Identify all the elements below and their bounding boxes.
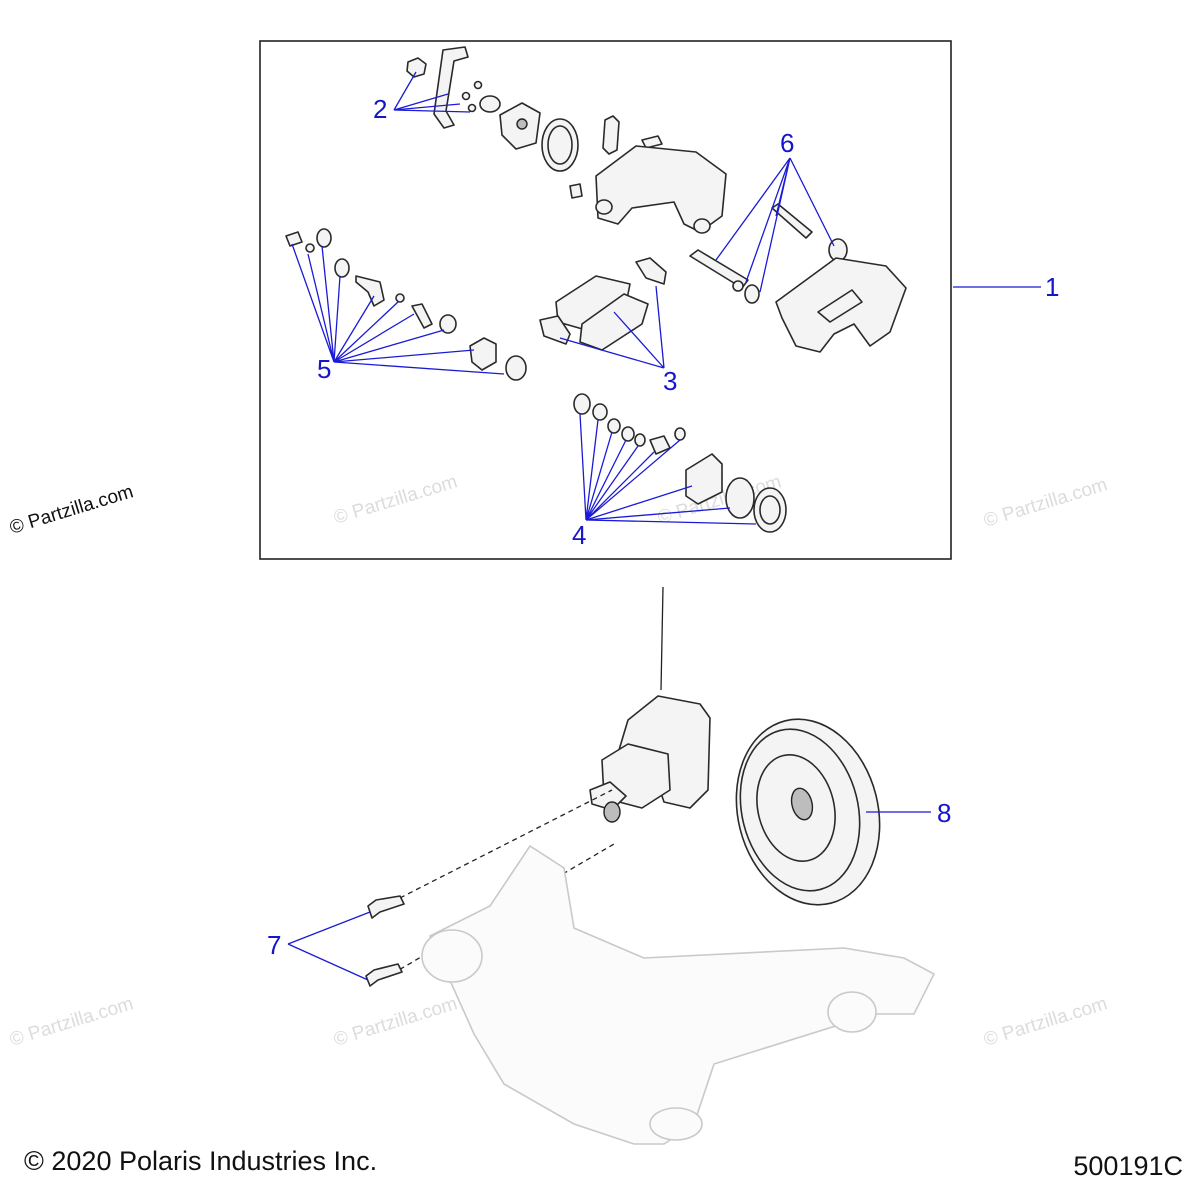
watermark-text: © Partzilla.com xyxy=(331,471,460,529)
leader-3 xyxy=(559,285,665,369)
caliper-mounting-bracket xyxy=(775,257,907,353)
watermark-text: © Partzilla.com xyxy=(981,993,1110,1051)
callout-8: 8 xyxy=(937,798,951,828)
callout-5: 5 xyxy=(317,354,331,384)
slide-pins-and-boots xyxy=(689,203,848,304)
caliper-bolts xyxy=(365,895,405,987)
assembly-connector-line xyxy=(660,586,664,691)
trailing-arm xyxy=(421,844,936,1145)
copyright-text: © 2020 Polaris Industries Inc. xyxy=(24,1146,377,1176)
leader-7 xyxy=(287,911,371,981)
callout-4: 4 xyxy=(572,520,586,550)
caliper-body xyxy=(569,115,727,234)
callout-2: 2 xyxy=(373,94,387,124)
assembled-caliper xyxy=(589,695,711,823)
callout-7: 7 xyxy=(267,930,281,960)
leader-5 xyxy=(291,243,505,375)
brake-rotor xyxy=(735,718,881,906)
caliper-assembly-box xyxy=(259,40,952,560)
parking-brake-hardware xyxy=(406,46,579,172)
callout-3: 3 xyxy=(663,366,677,396)
watermark-text-dark: © Partzilla.com xyxy=(7,481,136,539)
leader-6 xyxy=(715,157,835,293)
leader-2 xyxy=(393,71,471,113)
watermark-text: © Partzilla.com xyxy=(331,993,460,1051)
brake-pads xyxy=(539,257,667,351)
diagram-number: 500191C xyxy=(1073,1151,1183,1181)
callout-1: 1 xyxy=(1045,272,1059,302)
watermark-text: © Partzilla.com xyxy=(981,474,1110,532)
watermark-text: © Partzilla.com xyxy=(7,993,136,1051)
leader-4 xyxy=(579,413,757,525)
parking-brake-internals xyxy=(285,228,527,381)
callout-6: 6 xyxy=(780,128,794,158)
